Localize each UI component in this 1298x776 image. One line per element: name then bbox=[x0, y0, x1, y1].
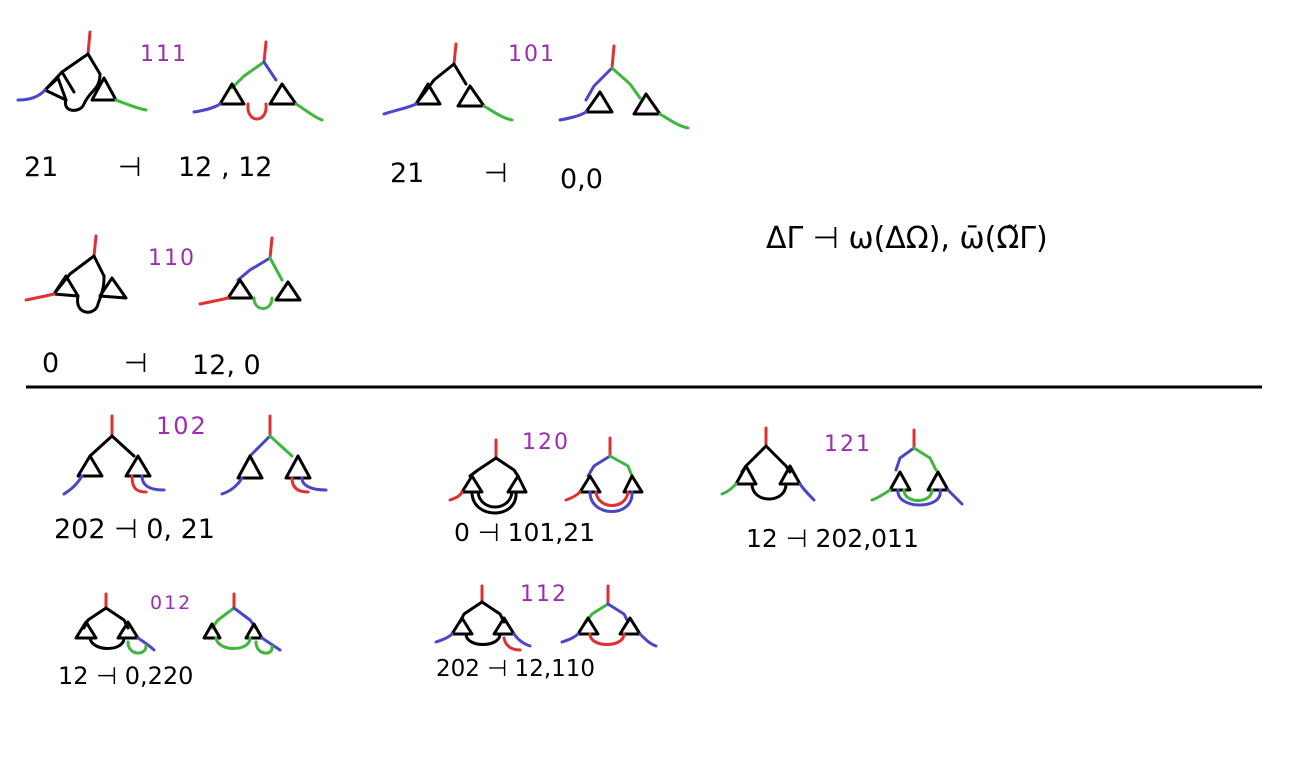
relation-110-arrow: ⊣ bbox=[124, 348, 148, 379]
label-111: 111 bbox=[140, 42, 188, 67]
relation-120: 0 ⊣ 101,21 bbox=[454, 518, 596, 547]
tree-101-left bbox=[382, 42, 514, 122]
relation-012: 12 ⊣ 0,220 bbox=[58, 662, 194, 690]
tree-110-left bbox=[24, 234, 128, 314]
tree-101-right bbox=[558, 44, 690, 130]
relation-110-lhs: 0 bbox=[42, 348, 60, 379]
label-012: 012 bbox=[150, 592, 193, 614]
relation-121: 12 ⊣ 202,011 bbox=[746, 524, 919, 553]
tree-102-right bbox=[220, 414, 328, 496]
relation-111-rhs: 12 , 12 bbox=[178, 152, 273, 183]
label-121: 121 bbox=[824, 432, 872, 457]
tree-102-left bbox=[62, 414, 166, 496]
relation-112: 202 ⊣ 12,110 bbox=[436, 656, 596, 682]
label-110: 110 bbox=[148, 246, 196, 271]
label-102: 102 bbox=[156, 412, 208, 440]
label-112: 112 bbox=[520, 582, 568, 607]
tree-121-right bbox=[870, 428, 964, 507]
relation-111-lhs: 21 bbox=[24, 152, 59, 183]
relation-111-arrow: ⊣ bbox=[118, 152, 142, 183]
label-120: 120 bbox=[522, 430, 570, 455]
tree-120-left bbox=[448, 438, 528, 515]
tree-120-right bbox=[564, 436, 644, 513]
tree-121-left bbox=[720, 426, 816, 502]
tree-111-left bbox=[16, 30, 148, 112]
formula: ΔΓ ⊣ ω(ΔΩ), ω̄(Ω̃Γ) bbox=[766, 221, 1048, 256]
tree-111-right bbox=[192, 40, 324, 122]
tree-012-right bbox=[202, 592, 282, 655]
tree-012-left bbox=[74, 592, 156, 655]
label-101: 101 bbox=[508, 42, 556, 67]
relation-110-rhs: 12, 0 bbox=[192, 350, 261, 381]
tree-112-left bbox=[434, 584, 532, 652]
relation-101-rhs: 0,0 bbox=[560, 164, 603, 195]
tree-110-right bbox=[198, 236, 302, 310]
tree-112-right bbox=[560, 584, 658, 648]
relation-101-arrow: ⊣ bbox=[484, 158, 508, 189]
relation-102: 202 ⊣ 0, 21 bbox=[54, 514, 215, 545]
relation-101-lhs: 21 bbox=[390, 158, 425, 189]
